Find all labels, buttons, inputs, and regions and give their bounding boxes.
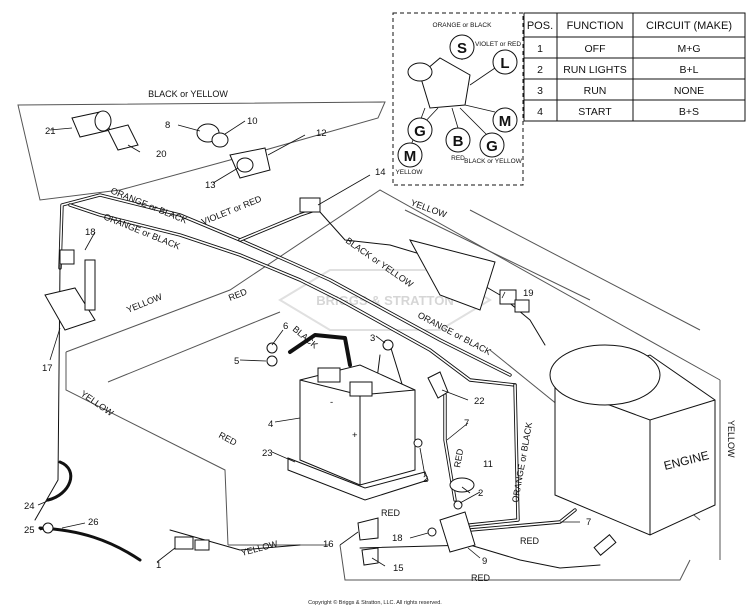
wire-label-red-bottom-c: RED [471,573,491,583]
part-9: 9 [482,556,487,567]
watermark-text: BRIGGS & STRATTON [316,293,453,308]
wire-label-red-bottom-a: RED [381,508,401,518]
wire-label-yellow-far-left: YELLOW [79,388,116,418]
wire-label-orange-or-black-vertical: ORANGE or BLACK [510,421,534,503]
wire-label-yellow-bottom: YELLOW [240,538,279,557]
wire-label-black-or-yellow-top: BLACK or YELLOW [148,89,228,99]
battery-black-cable [288,333,352,367]
part-11: 11 [483,459,493,470]
wire-label-yellow-right-vertical: YELLOW [726,420,736,458]
copyright: Copyright © Briggs & Stratton, LLC. All … [308,599,442,606]
part-6: 6 [283,321,288,332]
part-16: 16 [323,539,334,550]
table-cell: M+G [677,43,700,55]
part-7a: 7 [464,418,469,429]
inset-black-or-yellow: BLACK or YELLOW [464,158,523,165]
battery-terminal-marker: + [352,430,358,441]
part-2b: 2 [478,488,483,499]
table-cell: RUN LIGHTS [563,64,627,76]
part-18a: 18 [85,227,96,238]
battery-tray [287,457,429,501]
part-7b: 7 [586,517,591,528]
table-cell: 1 [537,43,543,55]
part-2a: 2 [423,474,428,485]
table-header-function: FUNCTION [567,20,624,32]
part-3: 3 [370,333,375,344]
part-19: 19 [523,288,534,299]
inset-red: RED [451,155,465,162]
part-17: 17 [42,363,53,374]
part-25: 25 [24,525,35,536]
table-header-circuit: CIRCUIT (MAKE) [646,20,732,32]
terminal-g-1: G [414,123,426,140]
inset-violet-or-red: VIOLET or RED [475,41,521,48]
part-1: 1 [156,560,161,571]
wire-label-yellow-left: YELLOW [125,291,164,315]
table-cell: 2 [537,64,543,76]
table-cell: NONE [674,85,704,97]
battery-terminal-minus: - [330,397,333,408]
table-header-pos: POS. [527,20,553,32]
part-5: 5 [234,356,239,367]
terminal-l: L [500,55,509,72]
part-14: 14 [375,167,386,178]
table-cell: 4 [537,106,543,118]
terminal-m-1: M [499,113,512,130]
terminal-m-2: M [404,148,417,165]
part-18b: 18 [392,533,403,544]
wire-label-red-vertical: RED [452,447,465,468]
wiring-harness [58,193,577,532]
part-8: 8 [165,120,170,131]
table-cell: START [578,106,612,118]
part-12: 12 [316,128,327,139]
switch-table: POS. FUNCTION CIRCUIT (MAKE) 1 OFF M+G 2… [523,12,746,122]
part-13: 13 [205,180,216,191]
terminal-s: S [457,40,467,57]
part-21: 21 [45,126,56,137]
battery: + - [299,364,416,486]
wire-label-violet-or-red: VIOLET or RED [200,193,263,226]
part-10: 10 [247,116,258,127]
table-cell: B+S [679,106,699,118]
part-23: 23 [262,448,273,459]
table-cell: RUN [584,85,607,97]
inset-yellow: YELLOW [395,169,423,176]
leader-lines [37,120,580,567]
part-24: 24 [24,501,35,512]
table-cell: B+L [680,64,699,76]
switch-inset: ORANGE or BLACK VIOLET or RED RED BLACK … [392,12,524,186]
part-numbers: 1 2 2 3 4 5 6 7 7 8 9 10 11 12 13 14 15 … [24,116,591,574]
part-22: 22 [474,396,485,407]
engine: ENGINE [549,344,716,536]
wire-label-yellow-top-right: YELLOW [409,197,448,219]
table-cell: 3 [537,85,543,97]
parts [38,110,617,566]
terminal-b: B [453,133,464,150]
terminal-g-2: G [486,138,498,155]
inset-orange-or-black: ORANGE or BLACK [433,22,493,29]
part-20: 20 [156,149,167,160]
part-26: 26 [88,517,99,528]
table-cell: OFF [585,43,606,55]
wire-label-red-left: RED [217,430,239,448]
part-4: 4 [268,419,273,430]
wire-label-red-bottom-b: RED [520,536,540,546]
part-15: 15 [393,563,404,574]
wire-label-red-mid: RED [227,286,249,303]
